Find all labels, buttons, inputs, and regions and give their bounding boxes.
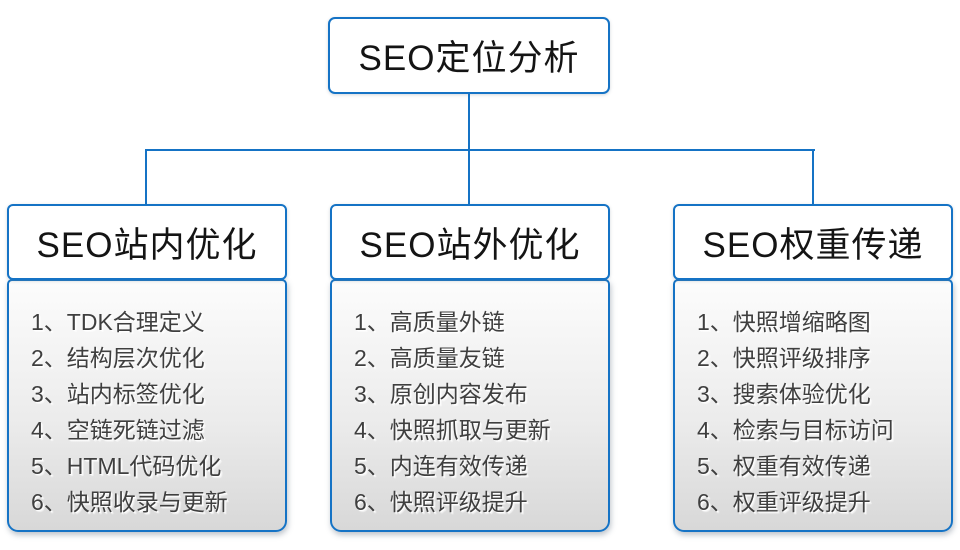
connector-right-vertical <box>812 149 814 205</box>
list-item: 3、搜索体验优化 <box>697 381 871 407</box>
column-panel-weight-transfer: 1、快照增缩略图 2、快照评级排序 3、搜索体验优化 4、检索与目标访问 5、权… <box>673 279 953 532</box>
list-item: 4、检索与目标访问 <box>697 417 894 443</box>
connector-left-vertical <box>145 149 147 205</box>
connector-center-vertical <box>468 149 470 205</box>
list-item: 6、权重评级提升 <box>697 489 871 515</box>
list-item: 2、快照评级排序 <box>697 345 871 371</box>
list-item: 1、TDK合理定义 <box>31 309 205 335</box>
connector-horizontal <box>145 149 815 151</box>
column-header-offsite-optimization: SEO站外优化 <box>330 204 610 280</box>
list-item: 4、快照抓取与更新 <box>354 417 551 443</box>
list-item: 6、快照评级提升 <box>354 489 528 515</box>
list-item: 1、高质量外链 <box>354 309 505 335</box>
column-panel-offsite-optimization: 1、高质量外链 2、高质量友链 3、原创内容发布 4、快照抓取与更新 5、内连有… <box>330 279 610 532</box>
root-node-seo-positioning-analysis: SEO定位分析 <box>328 17 610 94</box>
column-panel-onsite-optimization: 1、TDK合理定义 2、结构层次优化 3、站内标签优化 4、空链死链过滤 5、H… <box>7 279 287 532</box>
list-item: 1、快照增缩略图 <box>697 309 871 335</box>
list-item: 5、HTML代码优化 <box>31 453 222 479</box>
list-item: 4、空链死链过滤 <box>31 417 205 443</box>
list-item: 5、权重有效传递 <box>697 453 871 479</box>
root-node-label: SEO定位分析 <box>358 39 580 78</box>
column-header-label: SEO站外优化 <box>359 225 581 265</box>
connector-root-vertical <box>468 93 470 151</box>
list-item: 3、原创内容发布 <box>354 381 528 407</box>
list-item: 6、快照收录与更新 <box>31 489 228 515</box>
column-header-onsite-optimization: SEO站内优化 <box>7 204 287 280</box>
column-header-label: SEO权重传递 <box>702 225 924 265</box>
list-item: 3、站内标签优化 <box>31 381 205 407</box>
list-item: 2、结构层次优化 <box>31 345 205 371</box>
list-item: 2、高质量友链 <box>354 345 505 371</box>
column-header-weight-transfer: SEO权重传递 <box>673 204 953 280</box>
list-item: 5、内连有效传递 <box>354 453 528 479</box>
column-header-label: SEO站内优化 <box>36 225 258 265</box>
